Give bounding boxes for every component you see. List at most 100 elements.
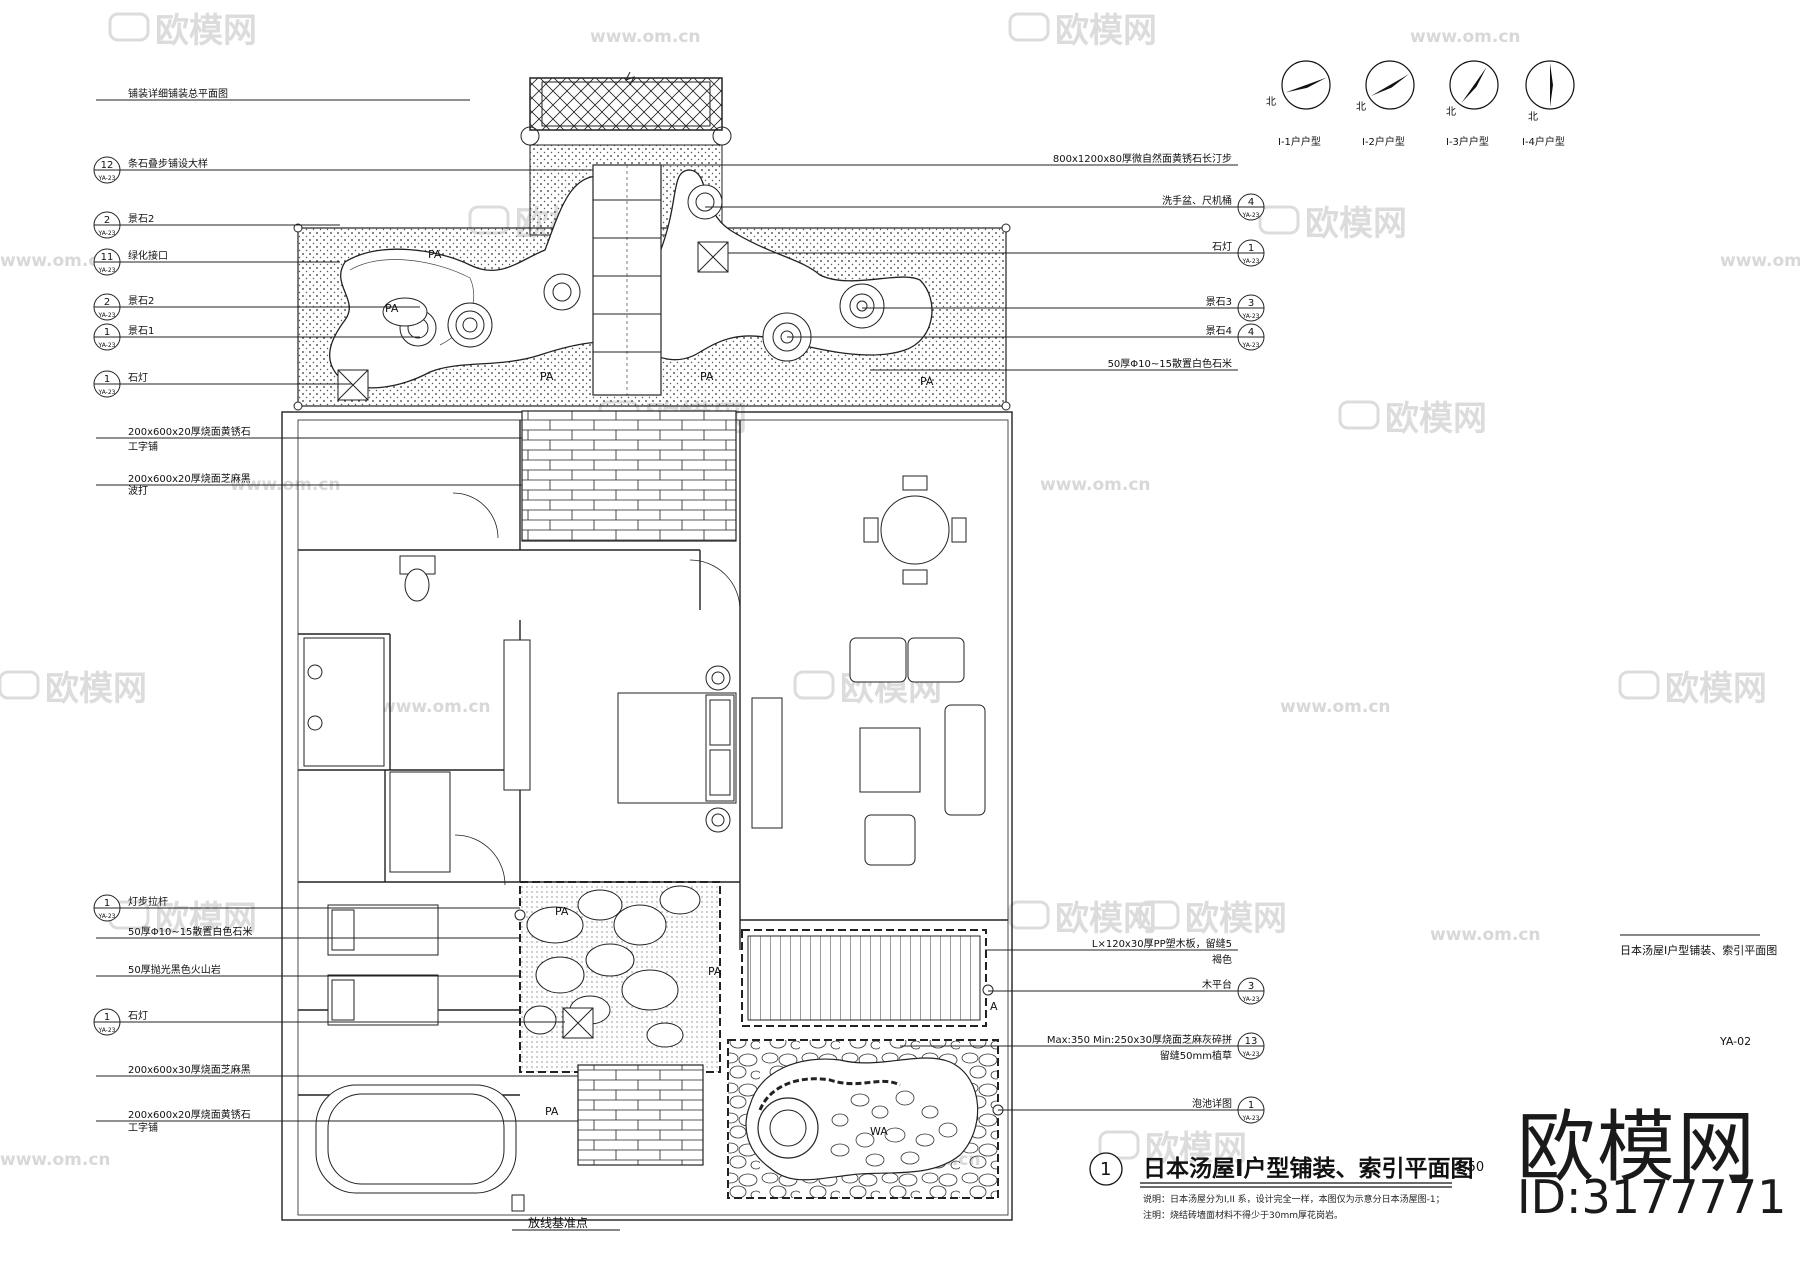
- area-label: PA: [385, 302, 399, 315]
- watermark-url: www.om.cn: [380, 697, 491, 717]
- callout-bubble-number: 3: [1248, 981, 1254, 992]
- brand-logo-text: 欧模网: [1517, 1103, 1758, 1193]
- watermark-logo: 欧模网: [45, 669, 147, 709]
- callout-bubble-sheet: YA-23: [1242, 1051, 1260, 1058]
- compass-label: I-4户户型: [1522, 135, 1565, 148]
- bottom-left-room: [315, 904, 517, 1194]
- compass-north: 北: [1356, 101, 1366, 113]
- watermark-logo: 欧模网: [1055, 11, 1157, 51]
- callout-bubble-number: 1: [104, 327, 110, 338]
- area-label: PA: [540, 370, 554, 383]
- callout-bubble-number: 2: [104, 215, 110, 226]
- watermark-icon: [1138, 900, 1180, 930]
- watermark-icon: [1338, 400, 1380, 430]
- right-callout-label: 褐色: [1212, 953, 1232, 966]
- wood-deck: [741, 929, 994, 1027]
- left-callout-label: 绿化接口: [128, 249, 168, 262]
- top-garden: [293, 71, 1011, 411]
- area-label: PA: [428, 248, 442, 261]
- drawing-title: 日本汤屋I户型铺装、索引平面图: [1143, 1156, 1474, 1182]
- watermark-icon: [108, 12, 150, 42]
- callout-bubble-sheet: YA-23: [98, 342, 116, 349]
- callout-bubble-number: 1: [1248, 243, 1254, 254]
- watermark-url: www.om.cn: [0, 1150, 111, 1170]
- right-callout-label: L×120x30厚PP塑木板，留缝5: [1092, 937, 1232, 950]
- right-callout-label: 50厚Φ10~15散置白色石米: [1108, 357, 1232, 370]
- left-callout-label: 波打: [128, 484, 148, 497]
- callout-bubble-number: 1: [104, 1012, 110, 1023]
- watermark-icon: [1098, 1130, 1140, 1160]
- callout-bubble-sheet: YA-23: [1242, 258, 1260, 265]
- left-callout-label: 50厚Φ10~15散置白色石米: [128, 925, 252, 938]
- callout-bubble-number: 12: [101, 160, 114, 171]
- north-arrow-icon: [1281, 60, 1331, 110]
- area-label: WA: [870, 1125, 888, 1138]
- left-callout-label: 石灯: [128, 372, 148, 384]
- watermark-icon: [793, 670, 835, 700]
- stone-patio: [514, 881, 721, 1073]
- right-callout-label: 洗手盆、尺机桶: [1162, 194, 1232, 207]
- callout-bubble-number: 1: [1248, 1100, 1254, 1111]
- watermark-icon: [1258, 205, 1300, 235]
- right-callout-label: 泡池详图: [1192, 1097, 1232, 1110]
- watermark-url: www.om.cn: [1720, 251, 1800, 271]
- watermark-logo: 欧模网: [1665, 669, 1767, 709]
- right-callout-label: Max:350 Min:250x30厚烧面芝麻灰碎拼: [1047, 1033, 1232, 1046]
- watermark-logo: 欧模网: [1185, 899, 1287, 939]
- left-callout-label: 工字铺: [128, 1121, 158, 1134]
- left-callout-label: 工字铺: [128, 440, 158, 453]
- left-callout-label: 景石2: [128, 213, 154, 225]
- left-callout-label: 200x600x30厚烧面芝麻黑: [128, 1063, 251, 1076]
- callout-bubble-sheet: YA-23: [98, 175, 116, 182]
- callout-bubble-number: 11: [101, 252, 114, 263]
- left-callout-label: 景石1: [128, 325, 154, 337]
- left-callouts: 铺装详细铺装总平面图条石叠步铺设大样12YA-23景石22YA-23绿化接口11…: [93, 87, 593, 1134]
- right-callout-label: 800x1200x80厚微自然面黄锈石长汀步: [1053, 152, 1232, 165]
- area-label: PA: [545, 1105, 559, 1118]
- left-callout-label: 条石叠步铺设大样: [128, 157, 208, 170]
- compass-north: 北: [1266, 96, 1276, 108]
- callout-bubble-sheet: YA-23: [98, 230, 116, 237]
- callout-bubble-sheet: YA-23: [98, 312, 116, 319]
- compass-north: 北: [1528, 111, 1538, 123]
- callout-bubble-number: 2: [104, 297, 110, 308]
- callout-bubble-sheet: YA-23: [1242, 212, 1260, 219]
- area-label: PA: [708, 965, 722, 978]
- callout-bubble-sheet: YA-23: [98, 1027, 116, 1034]
- north-arrow-icon: [1525, 60, 1575, 110]
- area-label: PA: [700, 370, 714, 383]
- side-label: 日本汤屋I户型铺装、索引平面图: [1620, 944, 1778, 957]
- watermark-icon: [0, 670, 40, 700]
- living-furniture: [849, 475, 986, 866]
- right-callout-label: 留缝50mm植草: [1160, 1049, 1232, 1062]
- brand-id: ID:3177771: [1517, 1170, 1787, 1224]
- watermark-url: www.om.cn: [1040, 475, 1151, 495]
- callout-bubble-number: 1: [104, 374, 110, 385]
- north-arrow-icon: [1449, 60, 1499, 110]
- hot-spring-pool: [727, 1039, 1004, 1199]
- watermark-logo: 欧模网: [1145, 1129, 1247, 1169]
- right-callout-label: 木平台: [1202, 978, 1232, 991]
- callout-bubble-sheet: YA-23: [98, 913, 116, 920]
- left-callout-label: 灯步拉杆: [128, 895, 168, 908]
- compass-label: I-3户户型: [1446, 135, 1489, 148]
- left-callout-label: 200x600x20厚烧面黄锈石: [128, 425, 251, 438]
- watermark-url: www.om.cn: [590, 27, 701, 47]
- callout-bubble-sheet: YA-23: [1242, 1115, 1260, 1122]
- left-callout-label: 200x600x20厚烧面黄锈石: [128, 1108, 251, 1121]
- drawing-note-1: 说明：日本汤屋分为I,II 系，设计完全一样，本图仅为示意分日本汤屋图-1；: [1143, 1195, 1445, 1205]
- watermark-logo: 欧模网: [1305, 204, 1407, 244]
- watermark-icon: [1618, 670, 1660, 700]
- callout-bubble-number: 4: [1248, 327, 1254, 338]
- base-point-label: 放线基准点: [528, 1216, 589, 1230]
- watermark-url: www.om.cn: [0, 251, 111, 271]
- area-label: A: [990, 1000, 998, 1013]
- watermark-icon: [1008, 900, 1050, 930]
- callout-bubble-sheet: YA-23: [98, 389, 116, 396]
- callout-bubble-number: 13: [1245, 1036, 1258, 1047]
- callout-bubble-sheet: YA-23: [1242, 996, 1260, 1003]
- right-callout-label: 石灯: [1212, 241, 1232, 253]
